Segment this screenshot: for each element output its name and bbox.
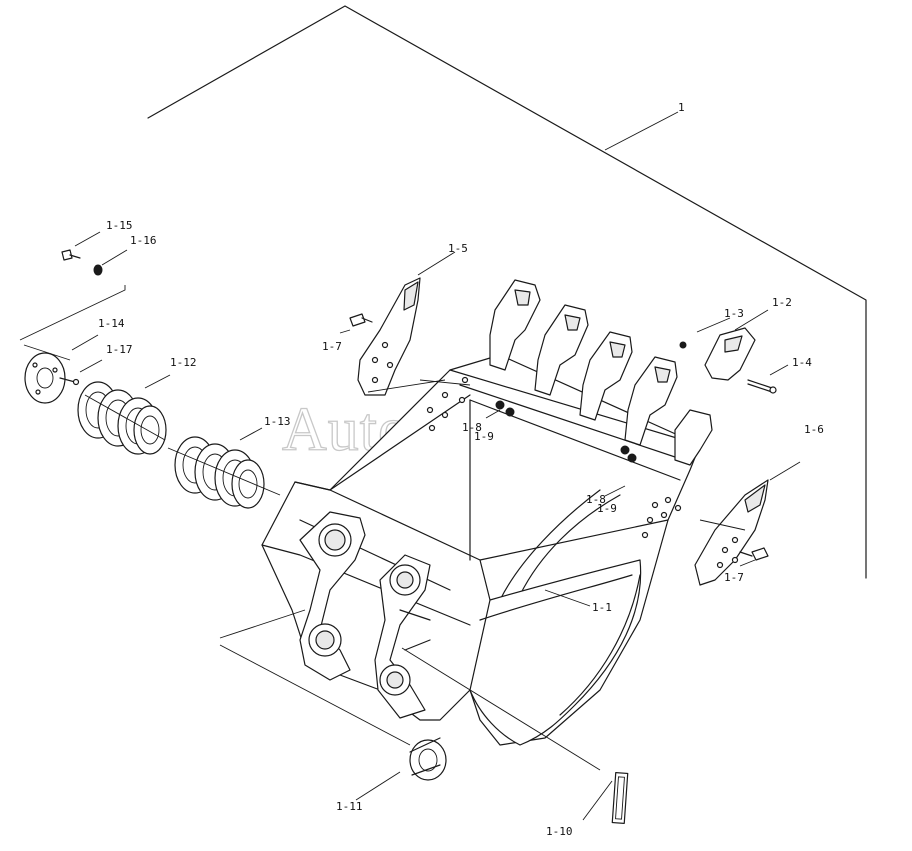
part-labels: 1 1-1 1-2 1-3 1-4 1-5 1-6 1-7 1-7 1-8 1-… (98, 101, 824, 838)
label-1-7-left: 1-7 (322, 340, 342, 353)
reference-lines (23, 344, 746, 771)
label-1-12: 1-12 (170, 356, 197, 369)
bolts-nuts (495, 400, 637, 463)
label-1-2: 1-2 (772, 296, 792, 309)
label-1-10: 1-10 (546, 825, 573, 838)
tooth-point (679, 327, 777, 394)
label-1-1: 1-1 (592, 601, 612, 614)
leader-lines (71, 111, 801, 821)
label-1: 1 (678, 101, 685, 114)
bolt-washer (19, 249, 126, 341)
label-1-13: 1-13 (264, 415, 291, 428)
nameplate (611, 772, 629, 824)
label-1-9-right: 1-9 (597, 502, 617, 515)
label-1-14: 1-14 (98, 317, 125, 330)
label-1-3: 1-3 (724, 307, 744, 320)
label-1-15: 1-15 (106, 219, 133, 232)
label-1-4: 1-4 (792, 356, 812, 369)
flange-plate (24, 352, 80, 404)
mounting-ears (299, 511, 431, 719)
bolt-left (349, 313, 373, 327)
label-1-17: 1-17 (106, 343, 133, 356)
label-1-11: 1-11 (336, 800, 363, 813)
bucket-body (261, 354, 701, 746)
label-1-6: 1-6 (804, 423, 824, 436)
side-plate-holes (426, 376, 682, 539)
assembly-bracket (147, 5, 867, 579)
label-1-8-right: 1-8 (586, 493, 606, 506)
pin-boss (409, 737, 447, 781)
label-1-16: 1-16 (130, 234, 157, 247)
spring-ring-1-12 (77, 381, 167, 455)
side-cutter-right (694, 479, 769, 586)
bolt-right (739, 547, 769, 561)
label-1-9-left: 1-9 (474, 430, 494, 443)
side-cutter-left (357, 277, 421, 396)
spring-ring-1-13 (174, 436, 265, 509)
teeth-adapters (489, 279, 713, 466)
label-1-5: 1-5 (448, 242, 468, 255)
label-1-8-left: 1-8 (462, 421, 482, 434)
label-1-7-right: 1-7 (724, 571, 744, 584)
